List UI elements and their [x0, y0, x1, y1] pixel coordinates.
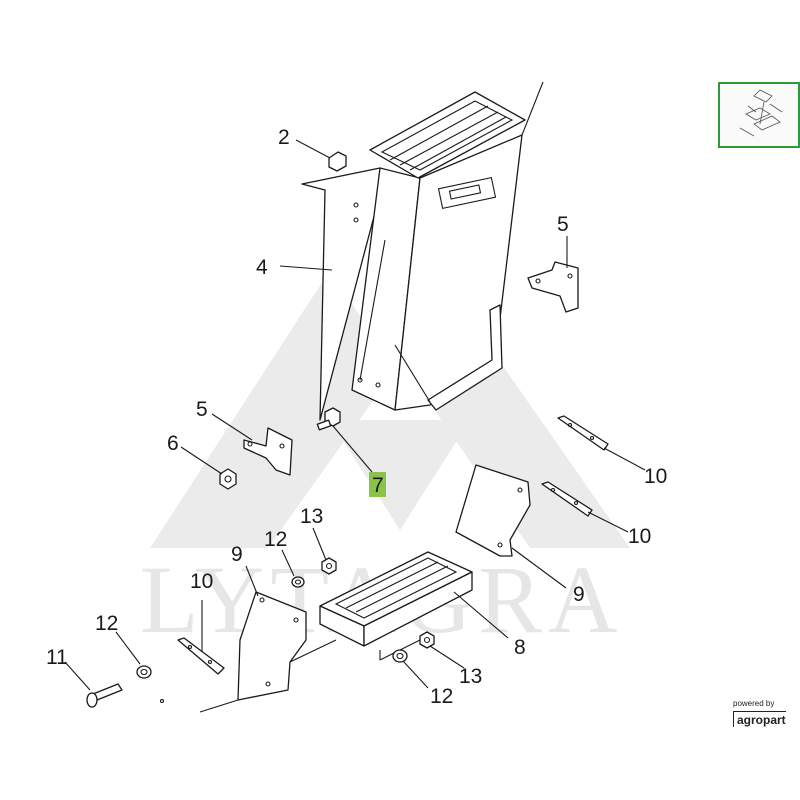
- callout-7-highlight: [369, 472, 386, 497]
- thumbnail-preview-icon: [739, 89, 783, 137]
- callout-10-upper[interactable]: 10: [644, 465, 667, 488]
- callout-12-lower[interactable]: 12: [430, 685, 453, 708]
- part-10-plate-right-lower: [541, 481, 593, 517]
- part-5-bracket-lower: [243, 427, 293, 476]
- part-12-washer-upper: [291, 576, 305, 588]
- callout-12-upper[interactable]: 12: [264, 528, 287, 551]
- powered-by-label: powered by: [733, 699, 775, 708]
- part-13-nut-upper: [321, 557, 337, 575]
- callout-7[interactable]: 7: [372, 474, 384, 497]
- callout-11[interactable]: 11: [46, 646, 68, 669]
- callout-10-middle[interactable]: 10: [628, 525, 651, 548]
- part-2-nut: [328, 151, 347, 172]
- leader-lines: [64, 139, 646, 691]
- callout-8[interactable]: 8: [514, 636, 526, 659]
- watermark-triangle-left: [150, 270, 395, 548]
- part-11-pin: [86, 683, 123, 708]
- part-fragment: [159, 698, 165, 704]
- part-10-plate-left: [177, 637, 225, 675]
- part-8-step: [319, 551, 473, 661]
- part-4-frame: [301, 81, 544, 421]
- callout-13-lower[interactable]: 13: [459, 665, 482, 688]
- callout-6[interactable]: 6: [167, 432, 179, 455]
- callout-9-left[interactable]: 9: [231, 543, 243, 566]
- callout-4[interactable]: 4: [256, 256, 268, 279]
- callout-12-left[interactable]: 12: [95, 612, 118, 635]
- callout-10-left[interactable]: 10: [190, 570, 213, 593]
- part-5-bracket-upper: [527, 261, 579, 313]
- callouts: 2 4 5 5 6 7 10 10 9 8 9 12 13 10 12 11 1…: [46, 126, 667, 708]
- part-13-nut-lower: [419, 631, 435, 649]
- part-6-nut: [219, 468, 237, 490]
- part-12-washer-left: [136, 665, 152, 679]
- callout-13-upper[interactable]: 13: [300, 505, 323, 528]
- part-12-washer-lower: [392, 649, 408, 663]
- callout-5-lower[interactable]: 5: [196, 398, 208, 421]
- agropart-logo: agropart: [733, 711, 786, 727]
- callout-2[interactable]: 2: [278, 126, 290, 149]
- diagram-thumbnail[interactable]: [718, 82, 800, 148]
- part-10-plate-right-upper: [557, 415, 609, 451]
- watermark-triangle-center: [330, 420, 470, 530]
- part-9-sideplate-left: [199, 591, 337, 713]
- part-9-sideplate-right: [455, 464, 531, 557]
- powered-by-badge[interactable]: powered by agropart: [733, 699, 800, 731]
- callout-5-upper[interactable]: 5: [557, 213, 569, 236]
- callout-9-right[interactable]: 9: [573, 583, 585, 606]
- part-7-bolt: [316, 407, 341, 431]
